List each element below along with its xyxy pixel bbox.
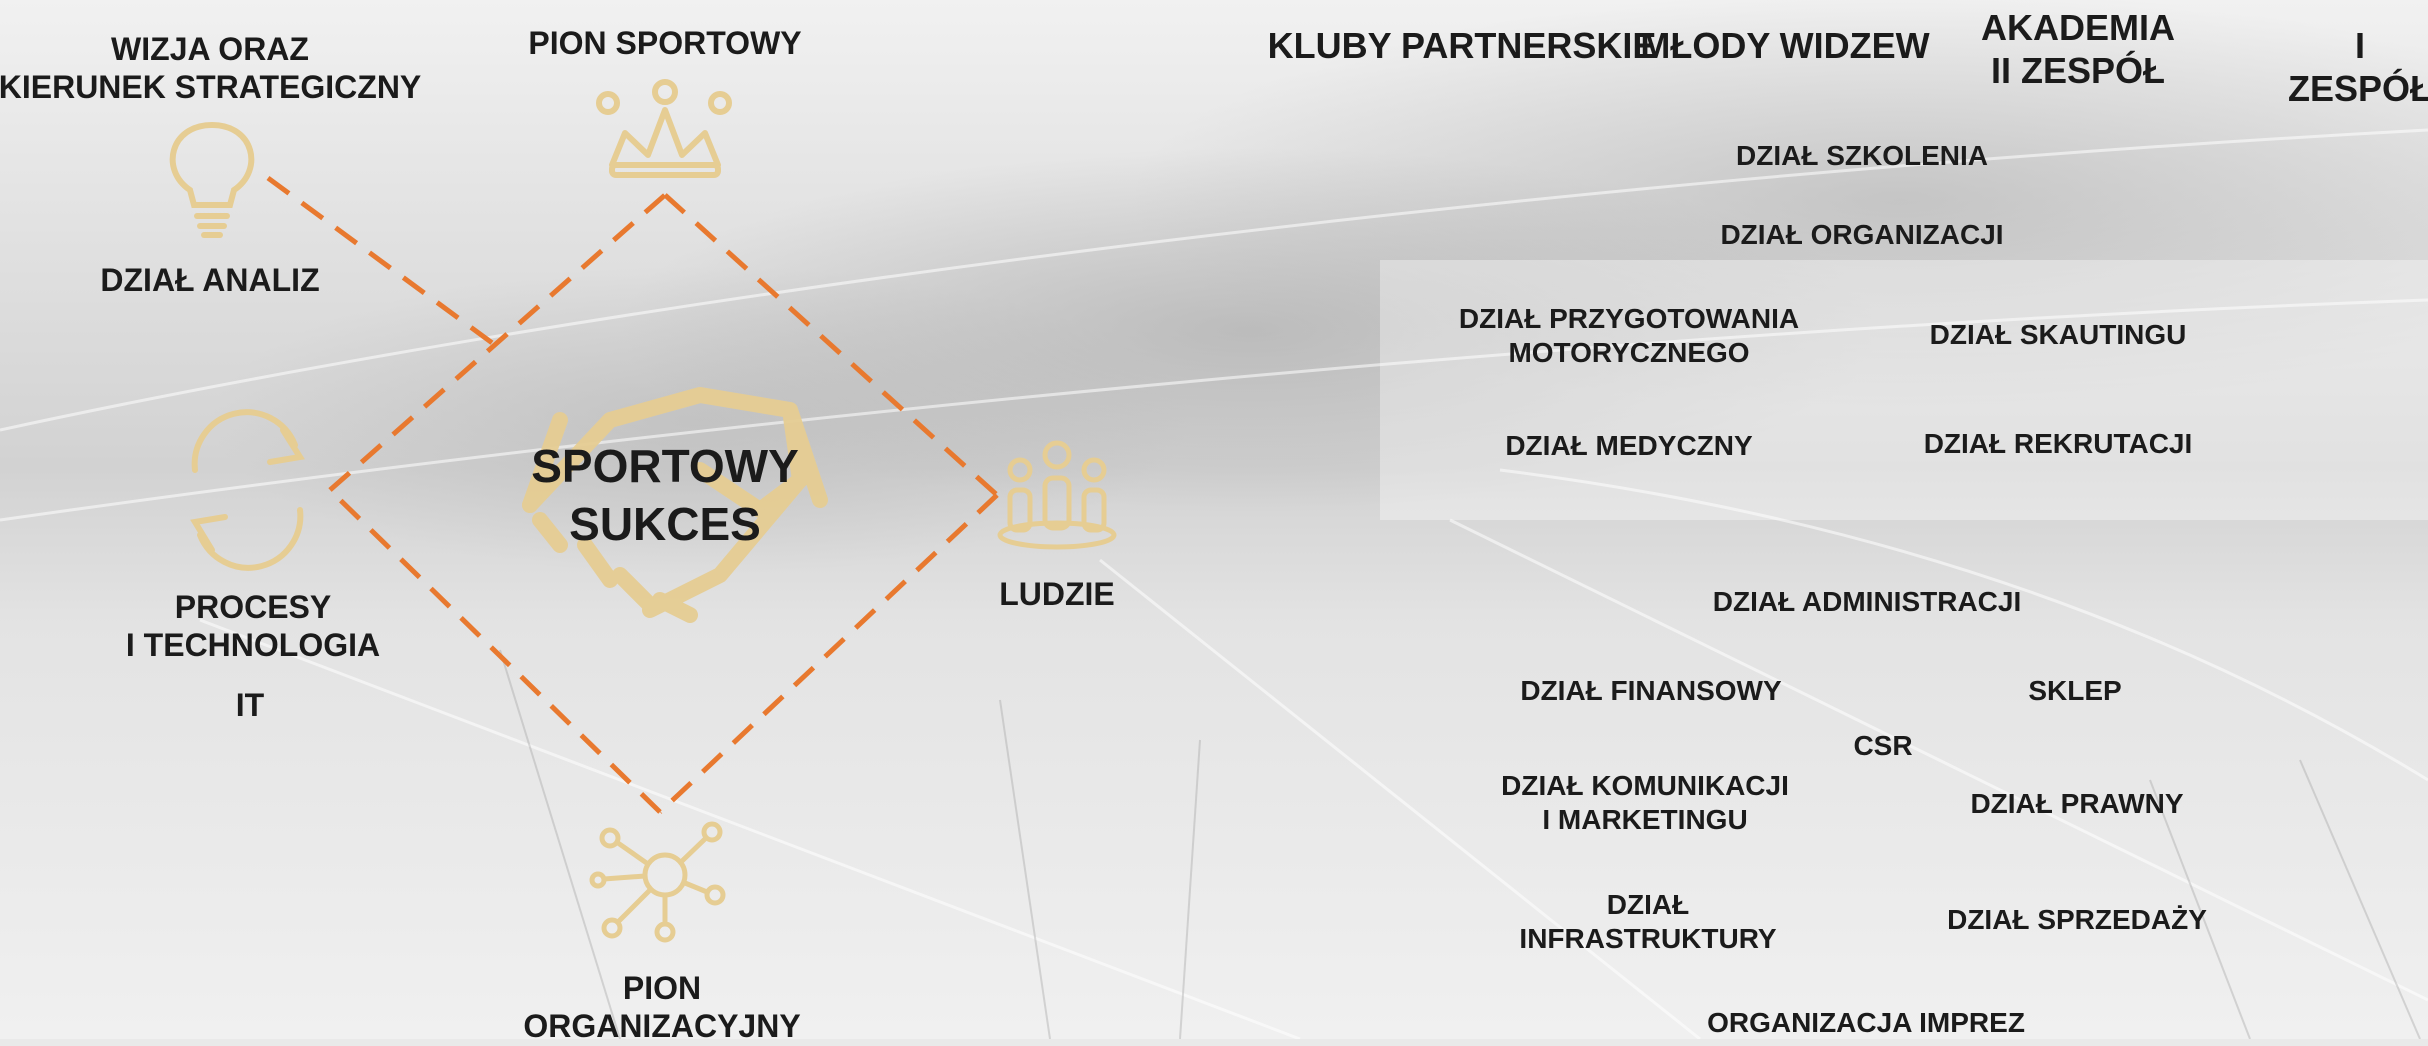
refresh-cycle-icon <box>190 409 305 571</box>
sport-division-label: PION SPORTOWY <box>528 25 802 61</box>
header-first-team: I ZESPÓŁ <box>2287 25 2428 110</box>
analysis-department-label: DZIAŁ ANALIZ <box>100 262 320 298</box>
vision-connector-line <box>266 175 497 348</box>
diamond-edge-top-left <box>328 193 667 492</box>
dept-organization: DZIAŁ ORGANIZACJI <box>1720 219 2004 250</box>
dept-infrastructure: DZIAŁ INFRASTRUKTURY <box>1519 889 1777 954</box>
lightbulb-icon <box>169 121 255 238</box>
header-partner-clubs: KLUBY PARTNERSKIE <box>1267 25 1657 66</box>
dept-recruitment: DZIAŁ REKRUTACJI <box>1923 428 2193 459</box>
dept-finance: DZIAŁ FINANSOWY <box>1520 675 1782 706</box>
dept-scouting: DZIAŁ SKAUTINGU <box>1929 319 2187 350</box>
crown-icon <box>596 79 732 178</box>
dept-sales: DZIAŁ SPRZEDAŻY <box>1947 904 2207 935</box>
header-academy-second-team: AKADEMIA II ZESPÓŁ <box>1981 7 2175 92</box>
dept-training: DZIAŁ SZKOLENIA <box>1736 140 1988 171</box>
dept-medical: DZIAŁ MEDYCZNY <box>1505 430 1753 461</box>
dept-event-organization: ORGANIZACJA IMPREZ <box>1707 1007 2025 1038</box>
vision-label: WIZJA ORAZ KIERUNEK STRATEGICZNY <box>0 31 422 106</box>
dept-legal: DZIAŁ PRAWNY <box>1970 788 2184 819</box>
diamond-edge-top-right <box>663 193 999 497</box>
people-group-icon <box>997 440 1117 550</box>
processes-technology-label: PROCESY I TECHNOLOGIA <box>125 589 381 664</box>
dept-shop: SKLEP <box>2028 675 2122 706</box>
sporting-success-center-label: SPORTOWY SUKCES <box>531 440 799 550</box>
people-label: LUDZIE <box>999 576 1115 612</box>
network-hub-icon <box>589 821 726 943</box>
dept-administration: DZIAŁ ADMINISTRACJI <box>1712 586 2022 617</box>
diamond-edge-bottom-right <box>658 493 999 814</box>
handshake-icon <box>522 387 828 623</box>
dept-csr: CSR <box>1853 730 1913 761</box>
organizational-division-label: PION ORGANIZACYJNY <box>523 970 801 1045</box>
header-young-widzew: MŁODY WIDZEW <box>1640 25 1930 66</box>
dept-motor-preparation: DZIAŁ PRZYGOTOWANIA MOTORYCZNEGO <box>1458 303 1800 368</box>
it-label: IT <box>235 687 265 723</box>
dept-communication-marketing: DZIAŁ KOMUNIKACJI I MARKETINGU <box>1501 770 1789 835</box>
diamond-edge-bottom-left <box>328 488 662 814</box>
